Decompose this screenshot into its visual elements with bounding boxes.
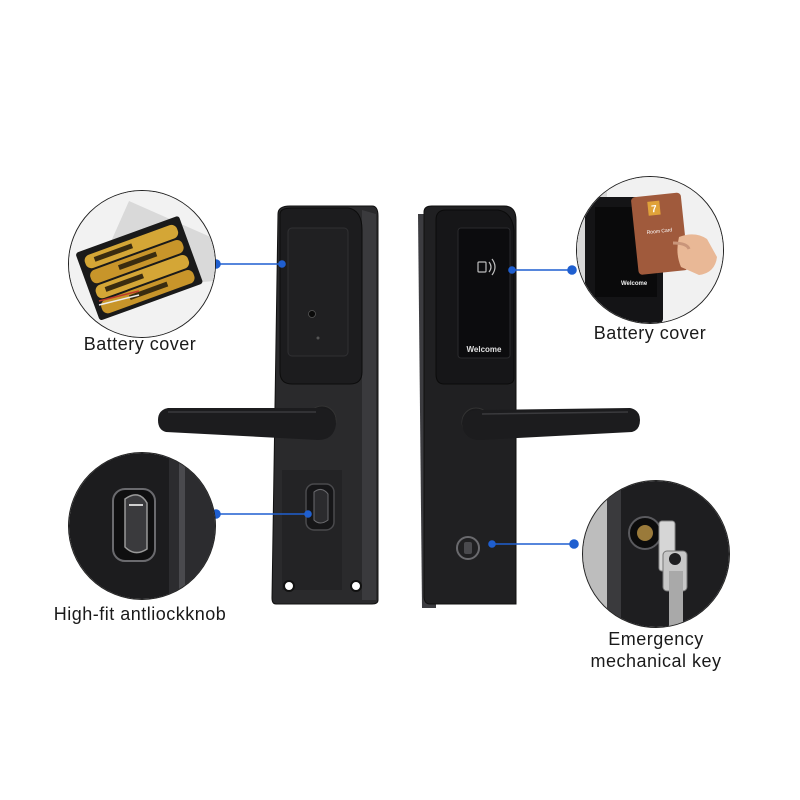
thumb-turn-knob-icon [305, 483, 335, 531]
nfc-wave-icon [477, 258, 496, 276]
keyhole-icon [456, 536, 480, 560]
svg-text:Room Card: Room Card [646, 227, 672, 236]
thumb-turn-knob-icon [69, 453, 215, 599]
welcome-text: Welcome [467, 345, 503, 354]
svg-text:7: 7 [651, 204, 658, 216]
svg-text:Welcome: Welcome [621, 281, 648, 287]
screw-icon [308, 310, 316, 318]
rfid-card-icon: Welcome 7 Room Card [577, 177, 723, 323]
outer-lock-panel: Welcome [418, 205, 640, 608]
callout-lines [211, 259, 579, 549]
label-emergency-line2: mechanical key [590, 651, 722, 671]
label-antilock-knob: High-fit antliockknob [53, 604, 227, 624]
zoom-circle-card-reader: Welcome 7 Room Card [576, 176, 724, 324]
label-emergency-line1: Emergency [608, 629, 704, 649]
key-icon [583, 481, 729, 627]
inner-lock-panel [158, 205, 379, 605]
zoom-circle-battery-pack [68, 190, 216, 338]
label-emergency-key: Emergency mechanical key [556, 628, 756, 672]
zoom-circle-knob [68, 452, 216, 600]
outer-lever-handle [461, 407, 640, 440]
label-battery-cover-right: Battery cover [593, 323, 707, 343]
battery-pack-icon [69, 191, 215, 337]
zoom-circle-emergency-key [582, 480, 730, 628]
inner-lever-handle [158, 405, 337, 440]
label-battery-cover-left: Battery cover [83, 334, 197, 354]
